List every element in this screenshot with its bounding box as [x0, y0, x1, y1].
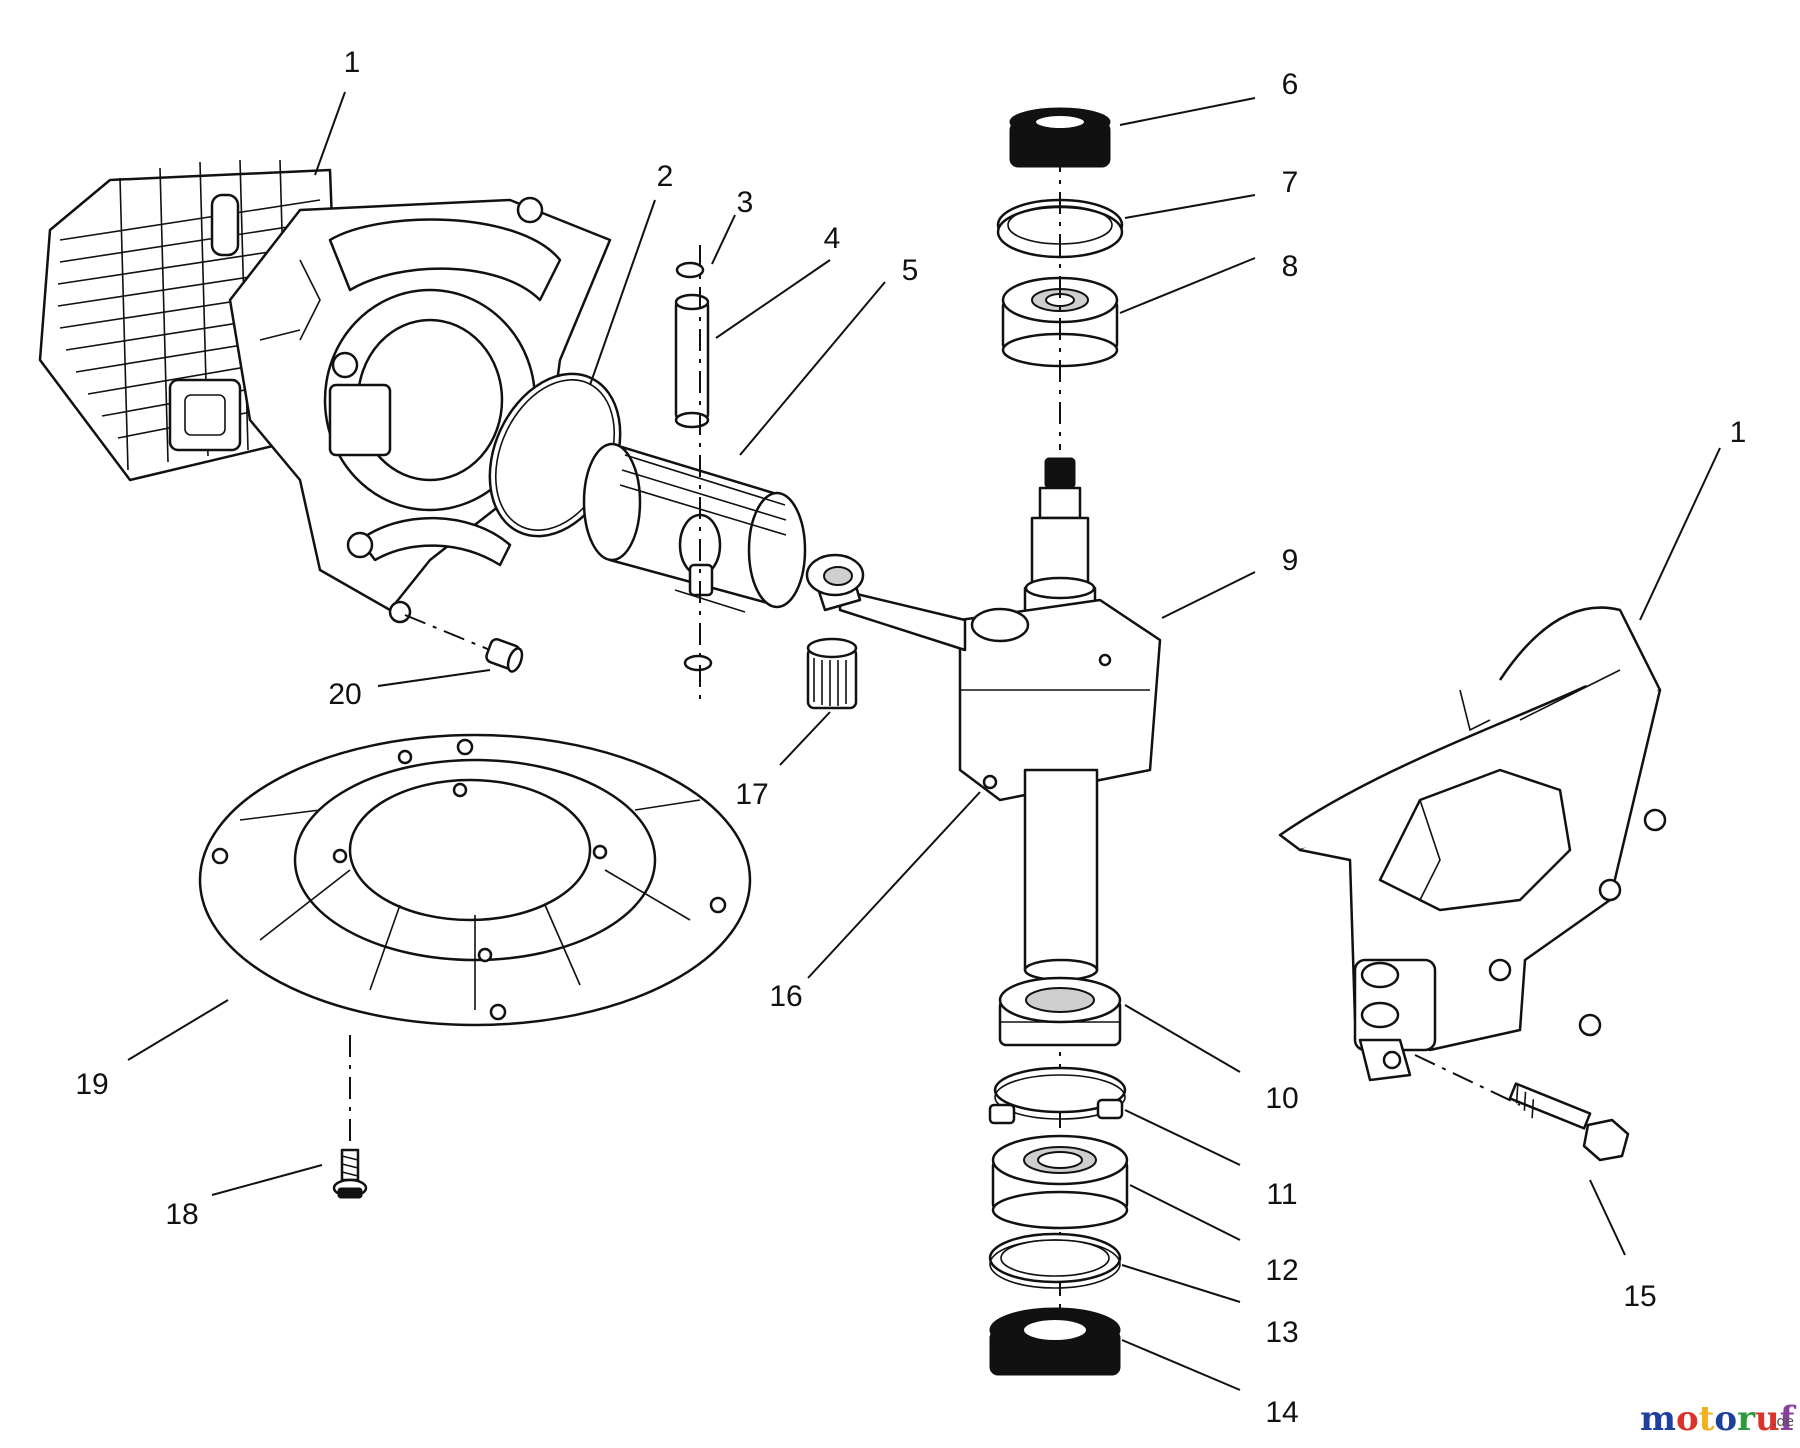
crankshaft-part [805, 457, 1162, 982]
callout-18: 18 [165, 1198, 198, 1231]
piston-pin-clip-part [675, 261, 713, 672]
watermark-letter: f [1780, 1399, 1797, 1439]
dowel-axis-line [404, 614, 491, 651]
watermark-letter: u [1755, 1399, 1780, 1439]
watermark-letter: o [1676, 1399, 1699, 1439]
needle-bearing-part [806, 637, 858, 710]
callout-3: 3 [737, 186, 754, 219]
callout-19: 19 [75, 1068, 108, 1101]
gasket-plate-part [198, 733, 752, 1027]
bolt-axis-line [1414, 1054, 1521, 1106]
watermark-suffix: .de [1772, 1414, 1794, 1430]
callout-labels: 1 2 3 4 5 6 7 8 9 1 10 11 12 13 14 15 16… [75, 46, 1746, 1429]
watermark-letter: m [1640, 1399, 1676, 1439]
callout-16: 16 [769, 980, 802, 1013]
callout-7: 7 [1282, 166, 1299, 199]
callout-2: 2 [657, 160, 674, 193]
callout-15: 15 [1623, 1280, 1656, 1313]
callout-1-cover: 1 [1730, 416, 1747, 449]
bottom-oil-seal-part [989, 1307, 1121, 1376]
callout-6: 6 [1282, 68, 1299, 101]
crankcase-cylinder-part [38, 159, 612, 624]
steel-ball-part [982, 774, 998, 790]
callout-9: 9 [1282, 544, 1299, 577]
callout-11: 11 [1266, 1178, 1297, 1211]
lower-retaining-ring-part [988, 1232, 1122, 1289]
bolt-part [1508, 1082, 1630, 1162]
clamp-spring-part [988, 1066, 1127, 1125]
screw-part [332, 1148, 368, 1199]
watermark-letter: o [1714, 1399, 1737, 1439]
motoruf-watermark-logo: motoruf .de [1640, 1399, 1797, 1439]
top-oil-seal-part [1009, 107, 1111, 168]
callout-4: 4 [824, 222, 841, 255]
callout-10: 10 [1265, 1082, 1298, 1115]
callout-12: 12 [1265, 1254, 1298, 1287]
callout-20: 20 [328, 678, 361, 711]
lower-bearing-part [991, 1134, 1129, 1230]
watermark-letter: r [1737, 1399, 1756, 1439]
callout-1-cylinder: 1 [344, 46, 361, 79]
callout-8: 8 [1282, 250, 1299, 283]
callout-13: 13 [1265, 1316, 1298, 1349]
callout-5: 5 [902, 254, 919, 287]
watermark-letter: t [1699, 1399, 1715, 1439]
piston-pin-part [674, 293, 710, 429]
callout-17: 17 [735, 778, 768, 811]
callout-14: 14 [1265, 1396, 1298, 1429]
svg-text:motoruf: motoruf [1640, 1399, 1797, 1439]
lower-collar-part [998, 976, 1122, 1047]
crankcase-cover-part [1278, 606, 1667, 1082]
leader-lines [127, 91, 1721, 1391]
dowel-pin-part [485, 638, 524, 673]
piston-part [582, 442, 807, 613]
